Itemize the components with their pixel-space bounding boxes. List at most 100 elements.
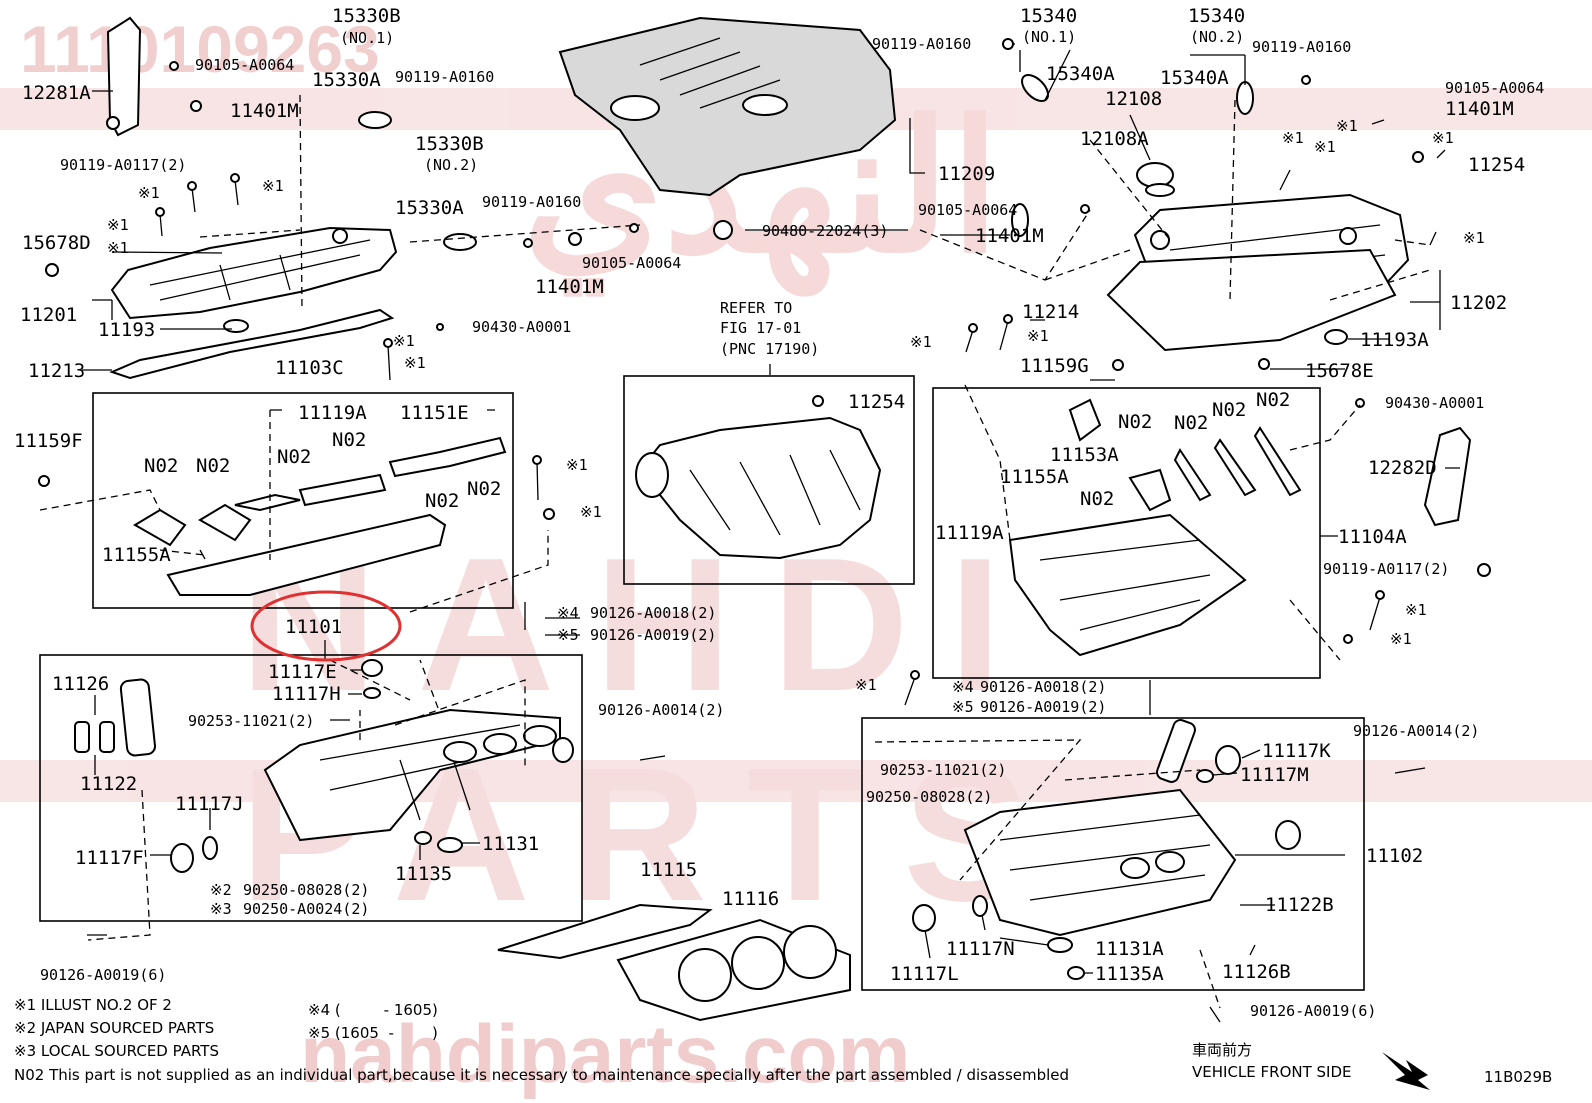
legend-n02-note: N02 This part is not supplied as an indi…: [14, 1066, 1069, 1084]
callout-11151e: 11151E: [400, 402, 469, 424]
callout-no1-a: (NO.1): [340, 29, 394, 47]
plug-11117e: [361, 659, 383, 677]
callout-12108a: 12108A: [1080, 128, 1149, 150]
callout-90253-11021-2-a: 90253-11021(2): [188, 712, 314, 730]
callout-90119-a0160-d: 90119-A0160: [1252, 38, 1351, 56]
callout-15678d: 15678D: [22, 232, 91, 254]
callout-11193: 11193: [98, 319, 155, 341]
mark-n02-4: N02: [332, 429, 366, 451]
plug-cup-rh: [1275, 820, 1301, 850]
callout-12282d: 12282D: [1368, 457, 1437, 479]
pin-11122-a: [74, 721, 90, 753]
vehicle-front-jp: 車両前方: [1192, 1041, 1252, 1059]
callout-15340-a: 15340: [1020, 5, 1077, 27]
callout-11159f: 11159F: [14, 430, 83, 452]
refer-to-label: REFER TO: [720, 299, 792, 317]
gasket-11117m: [1196, 769, 1214, 783]
mark-x2-a: ※2: [210, 881, 232, 899]
callout-11119a-a: 11119A: [298, 402, 367, 424]
callout-no2-a: (NO.2): [424, 156, 478, 174]
callout-15340-b: 15340: [1188, 5, 1245, 27]
callout-90126-a0019-2-b: 90126-A0019(2): [980, 698, 1106, 716]
mark-x1-1: ※1: [138, 184, 160, 202]
cylinder-head-rh: [963, 788, 1237, 937]
gasket-11135a: [1067, 966, 1085, 980]
gasket-11131: [437, 837, 463, 853]
mark-x4-b: ※4: [952, 678, 974, 696]
mark-x5-b: ※5: [952, 698, 974, 716]
legend-line-4: ※4 ( - 1605): [308, 1001, 438, 1019]
mark-n02-10: N02: [1256, 389, 1290, 411]
callout-90250-a0024-2: 90250-A0024(2): [243, 900, 369, 918]
callout-90119-a0117-2-a: 90119-A0117(2): [60, 156, 186, 174]
x1-marks: ※1 ※1 ※1 ※1 ※1 ※1 ※1 ※1 ※1 ※1 ※1 ※1 ※1 ※…: [107, 117, 1485, 694]
mark-n02-3: N02: [277, 446, 311, 468]
bracket-12282d: [1423, 426, 1472, 527]
callout-11135: 11135: [395, 863, 452, 885]
callout-11122: 11122: [80, 773, 137, 795]
gasket-11117n: [972, 895, 988, 917]
mark-x1-11: ※1: [1432, 129, 1454, 147]
mark-x1-14: ※1: [910, 333, 932, 351]
callout-11122b: 11122B: [1265, 894, 1334, 916]
callout-11117l: 11117L: [890, 963, 959, 985]
callout-11117f: 11117F: [75, 847, 144, 869]
callout-11126: 11126: [52, 673, 109, 695]
oil-control-valve-1: [358, 111, 392, 129]
callout-90126-a0019-6-b: 90126-A0019(6): [1250, 1002, 1376, 1020]
callout-90119-a0160-b: 90119-A0160: [482, 193, 581, 211]
callout-11153a: 11153A: [1050, 444, 1119, 466]
callout-11213: 11213: [28, 360, 85, 382]
refer-pnc-label: (PNC 17190): [720, 340, 819, 358]
mark-x1-17: ※1: [1390, 630, 1412, 648]
mark-x1-15: ※1: [1027, 327, 1049, 345]
callout-90119-a0160-c: 90119-A0160: [872, 35, 971, 53]
mark-x1-3: ※1: [107, 216, 129, 234]
callout-11101: 11101: [285, 616, 342, 638]
gasket-11193a: [1324, 329, 1348, 345]
mark-x3-a: ※3: [210, 900, 232, 918]
callout-90119-a0117-2-b: 90119-A0117(2): [1323, 560, 1449, 578]
callout-11155a-a: 11155A: [102, 544, 171, 566]
callout-90126-a0018-2-b: 90126-A0018(2): [980, 678, 1106, 696]
plug-11117k: [1215, 745, 1241, 775]
sleeve-11126: [119, 678, 156, 757]
legend: ※1 ILLUST NO.2 OF 2 ※2 JAPAN SOURCED PAR…: [14, 996, 1069, 1084]
vehicle-front-en: VEHICLE FRONT SIDE: [1192, 1063, 1352, 1081]
callout-12108: 12108: [1105, 88, 1162, 110]
vehicle-front-arrow: [1382, 1052, 1430, 1090]
callout-11131a: 11131A: [1095, 938, 1164, 960]
callout-11401m-b: 11401M: [535, 276, 604, 298]
callout-90105-a0064-d: 90105-A0064: [918, 201, 1017, 219]
oil-control-valve-3: [1021, 74, 1049, 102]
callout-11159g: 11159G: [1020, 355, 1089, 377]
callout-11131: 11131: [482, 833, 539, 855]
legend-line-1: ※1 ILLUST NO.2 OF 2: [14, 996, 172, 1014]
callout-15330a-a: 15330A: [312, 69, 381, 91]
callout-11155a-b: 11155A: [1000, 466, 1069, 488]
callout-11117e: 11117E: [268, 661, 337, 683]
box-intake-manifold: [623, 375, 915, 585]
box-cylinder-head-lh: [39, 654, 583, 922]
gasket-11135: [414, 831, 432, 845]
callout-11117n: 11117N: [946, 938, 1015, 960]
head-gasket-11115: [497, 903, 713, 960]
mark-x1-5: ※1: [393, 332, 415, 350]
n02-marks: N02 N02 N02 N02 N02 N02 N02 N02 N02 N02 …: [144, 389, 1290, 512]
leader-lines: [82, 49, 1460, 974]
bolts: [38, 38, 1491, 1023]
callout-11117k: 11117K: [1262, 740, 1331, 762]
oil-filler-gasket: [1145, 183, 1175, 197]
mark-x1-2: ※1: [262, 177, 284, 195]
plug-11117l: [912, 904, 936, 932]
plug-11117f: [170, 843, 194, 873]
intake-manifold: [635, 416, 882, 560]
gasket-11193: [223, 319, 249, 333]
callout-11214: 11214: [1022, 301, 1079, 323]
callout-15678e: 15678E: [1305, 360, 1374, 382]
watermark-part-number: 1110109263: [20, 12, 380, 86]
callout-no2-b: (NO.2): [1190, 28, 1244, 46]
callout-11116: 11116: [722, 888, 779, 910]
callout-90126-a0019-2-a: 90126-A0019(2): [590, 626, 716, 644]
